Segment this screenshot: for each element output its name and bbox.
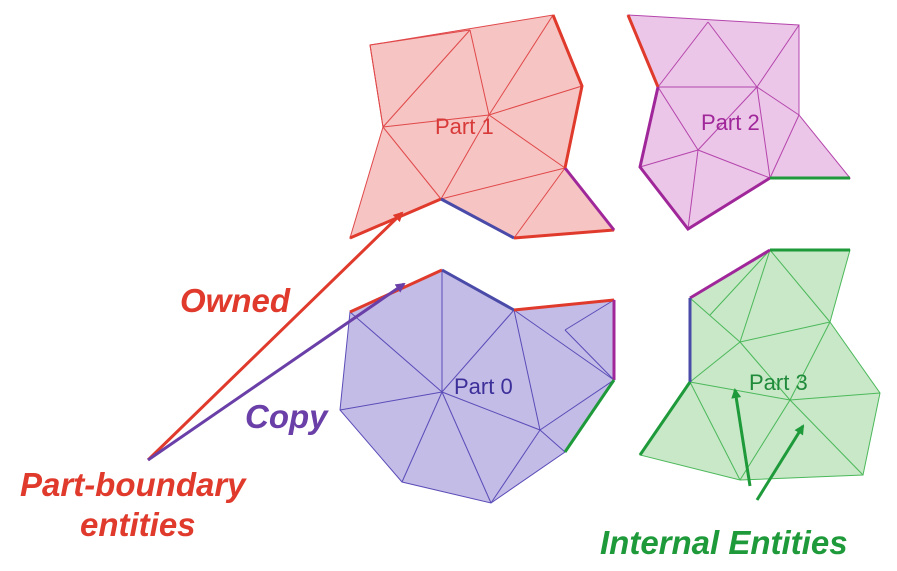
part0-internal-edges (339, 270, 615, 504)
part2-mesh: Part 2 (626, 14, 852, 231)
owned-label: Owned (180, 282, 291, 319)
copy-label: Copy (245, 398, 329, 435)
copy-arrow (147, 282, 406, 462)
arrows (146, 211, 805, 501)
internal-arrow-right (755, 424, 805, 501)
part2-label: Part 2 (701, 110, 760, 135)
part2-internal-edges (639, 21, 800, 230)
part0-mesh: Part 0 (339, 268, 616, 504)
part3-mesh: Part 3 (638, 248, 881, 481)
part3-label: Part 3 (749, 370, 808, 395)
part1-mesh: Part 1 (349, 14, 616, 240)
part1-label: Part 1 (435, 114, 494, 139)
part-boundary-label-line2: entities (80, 506, 196, 543)
owned-arrow (146, 211, 404, 462)
part0-label: Part 0 (454, 374, 513, 399)
part1-internal-edges (369, 14, 583, 239)
internal-entities-label: Internal Entities (600, 524, 848, 561)
part-boundary-label-line1: Part-boundary (20, 466, 247, 503)
internal-arrow-left (731, 388, 752, 487)
